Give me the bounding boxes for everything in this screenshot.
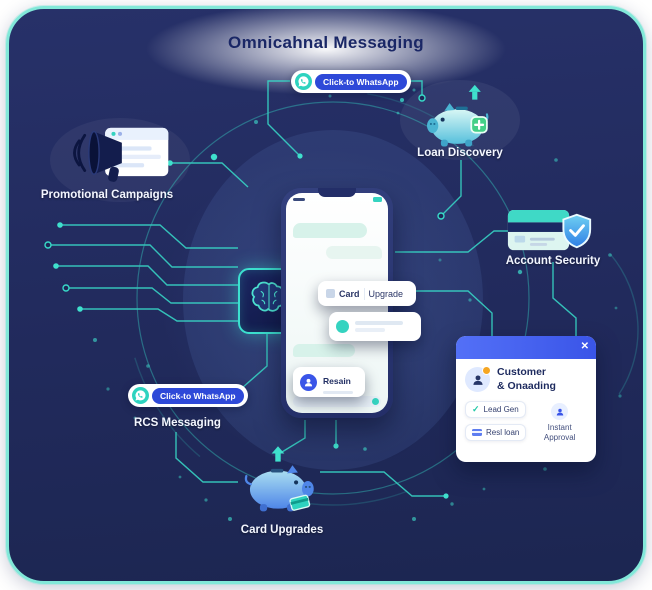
check-icon: ✓: [472, 404, 480, 415]
chat-bubble: [293, 223, 367, 238]
person-icon: [465, 366, 491, 393]
contact-name: Resain: [323, 375, 351, 386]
card-bubble-word1: Card: [339, 288, 360, 299]
status-bar-time: [293, 198, 305, 201]
click-to-whatsapp-button[interactable]: Click-to WhatsApp: [315, 73, 407, 90]
person-icon: [551, 403, 569, 421]
whatsapp-icon: [132, 387, 149, 404]
card-icon: [472, 429, 482, 437]
chat-bubble: [293, 344, 355, 357]
account-security-label: Account Security: [505, 255, 601, 267]
modal-title-row: Customer & Onaading: [456, 359, 596, 398]
card-icon: [326, 289, 335, 298]
modal-title: Customer & Onaading: [497, 366, 556, 392]
whatsapp-badge-bottom: Click-to WhatsApp: [128, 384, 248, 407]
list-item-loan: Resl loan: [465, 424, 527, 442]
modal-header: ✕: [456, 336, 596, 359]
piggy-bank-card-icon: [240, 446, 316, 522]
brain-icon: [249, 280, 289, 322]
megaphone-browser-icon: [68, 126, 172, 196]
list-item-lead-gen: ✓ Lead Gen: [465, 401, 527, 419]
modal-body: ✓ Lead Gen Resl loan Instant Approval: [456, 398, 596, 446]
card-bubble-word2: Upgrade: [368, 288, 404, 299]
text-placeholder-line: [323, 390, 353, 394]
chat-preview-bubble: [329, 312, 421, 341]
battery-icon: [373, 197, 382, 202]
avatar: [336, 320, 349, 333]
loan-discovery-label: Loan Discovery: [417, 147, 503, 159]
promotional-campaigns-label: Promotional Campaigns: [40, 189, 174, 201]
phone-notch: [318, 188, 356, 197]
rcs-messaging-label: RCS Messaging: [134, 417, 221, 429]
customer-onboarding-card: ✕ Customer & Onaading ✓ Lead Gen: [456, 336, 596, 462]
card-upgrade-bubble: Card Upgrade: [318, 281, 416, 306]
piggy-bank-plus-icon: [426, 84, 494, 155]
person-icon: [300, 373, 317, 391]
chat-bubble: [326, 246, 382, 259]
whatsapp-icon: [295, 73, 312, 90]
list-item-label: Resl loan: [486, 428, 520, 438]
close-icon[interactable]: ✕: [580, 341, 589, 352]
text-placeholder-lines: [355, 321, 403, 332]
credit-card-shield-icon: [506, 206, 594, 261]
instant-approval-label: Instant Approval: [543, 423, 576, 443]
list-item-label: Lead Gen: [483, 405, 519, 415]
divider: [363, 287, 365, 300]
instant-approval-block: Instant Approval: [532, 401, 587, 443]
whatsapp-badge-top: Click-to WhatsApp: [291, 70, 411, 93]
message-input-bar: [293, 396, 381, 407]
page-title: Omnicahnal Messaging: [228, 33, 424, 52]
card-upgrades-label: Card Upgrades: [240, 524, 324, 536]
click-to-whatsapp-button[interactable]: Click-to WhatsApp: [152, 387, 244, 404]
contact-bubble: Resain: [293, 367, 365, 397]
